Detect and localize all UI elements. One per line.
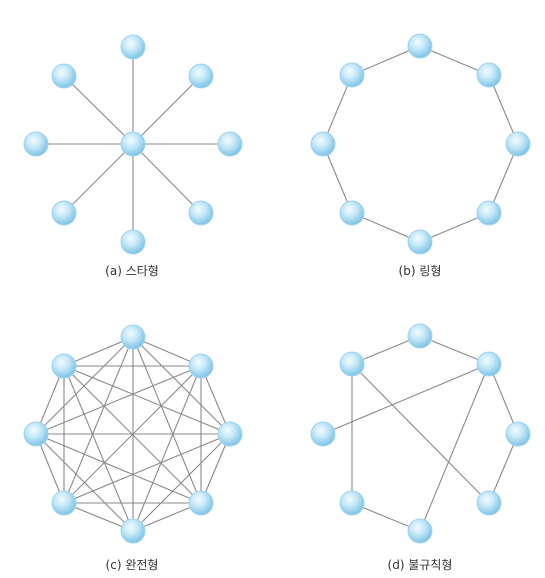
irregular-edge: [419, 363, 490, 532]
irregular-edge: [351, 363, 490, 504]
star-outer-node: [51, 200, 77, 226]
star-outer-node: [120, 229, 146, 255]
complete-node: [217, 421, 243, 447]
star-outer-node: [120, 34, 146, 60]
star-outer-node: [188, 63, 214, 89]
caption-ring: (b) 링형: [399, 264, 442, 278]
panel-irregular-topology: [310, 323, 531, 544]
irregular-edge: [488, 363, 519, 435]
caption-irregular: (d) 불규칙형: [388, 558, 453, 572]
ring-node: [407, 33, 433, 59]
complete-node: [23, 421, 49, 447]
ring-node: [339, 200, 365, 226]
star-edge: [63, 75, 134, 145]
complete-edge: [63, 365, 202, 504]
star-edge: [132, 75, 202, 145]
panel-complete-topology: [23, 324, 243, 544]
ring-node: [310, 131, 336, 157]
star-edge: [63, 143, 134, 214]
complete-edge: [35, 336, 134, 435]
star-outer-node: [51, 63, 77, 89]
complete-node: [188, 490, 214, 516]
irregular-node: [505, 421, 531, 447]
irregular-node: [339, 490, 365, 516]
irregular-node: [476, 351, 502, 377]
complete-edge: [63, 365, 231, 435]
complete-edge: [63, 336, 134, 504]
star-outer-node: [188, 200, 214, 226]
panel-star-topology: [23, 34, 243, 255]
complete-edge: [63, 365, 134, 532]
irregular-edge: [322, 363, 490, 435]
complete-node: [51, 490, 77, 516]
panel-ring-topology: [310, 33, 531, 255]
ring-node: [476, 62, 502, 88]
ring-node: [339, 62, 365, 88]
irregular-node: [476, 490, 502, 516]
ring-node: [476, 200, 502, 226]
star-hub-node: [120, 131, 146, 157]
irregular-node: [310, 421, 336, 447]
complete-node: [188, 353, 214, 379]
complete-node: [120, 518, 146, 544]
irregular-node: [407, 518, 433, 544]
complete-edge: [132, 433, 231, 532]
caption-complete: (c) 완전형: [106, 558, 159, 572]
irregular-node: [339, 351, 365, 377]
irregular-node: [407, 323, 433, 349]
complete-edge: [35, 433, 134, 532]
complete-edge: [132, 336, 202, 504]
star-outer-node: [23, 131, 49, 157]
ring-node: [407, 229, 433, 255]
complete-node: [120, 324, 146, 350]
star-outer-node: [217, 131, 243, 157]
complete-node: [51, 353, 77, 379]
caption-star: (a) 스타형: [105, 264, 159, 278]
complete-edge: [63, 433, 231, 504]
ring-node: [505, 131, 531, 157]
star-edge: [132, 143, 202, 214]
